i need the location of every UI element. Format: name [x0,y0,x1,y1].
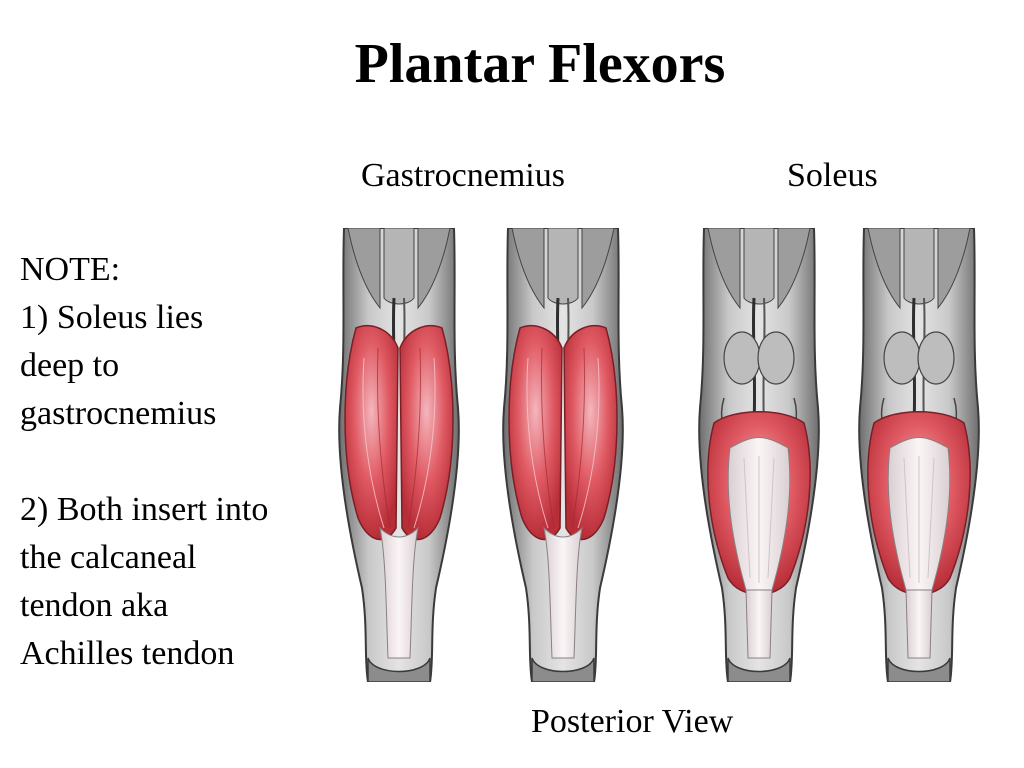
note-point1-line1: 1) Soleus lies [20,299,204,336]
illustration-soleus-left [697,228,821,682]
note-point2-line1: 2) Both insert into [20,491,269,528]
illustration-gastrocnemius-left [337,228,461,682]
note-point1-line2: deep to [20,347,120,384]
note-heading: NOTE: [20,251,121,288]
note-point2-line4: Achilles tendon [20,635,235,672]
caption-posterior-view: Posterior View [531,703,734,740]
slide-title: Plantar Flexors [354,33,726,95]
anatomy-illustrations [326,228,986,682]
label-soleus: Soleus [787,157,878,194]
illustration-gastrocnemius-right [501,228,625,682]
illustration-soleus-right [857,228,981,682]
note-text: NOTE: 1) Soleus lies deep to gastrocnemi… [20,246,320,678]
note-spacer [20,438,320,486]
label-gastrocnemius: Gastrocnemius [361,157,565,194]
note-point2-line2: the calcaneal [20,539,197,576]
note-point1-line3: gastrocnemius [20,395,217,432]
note-point2-line3: tendon aka [20,587,169,624]
